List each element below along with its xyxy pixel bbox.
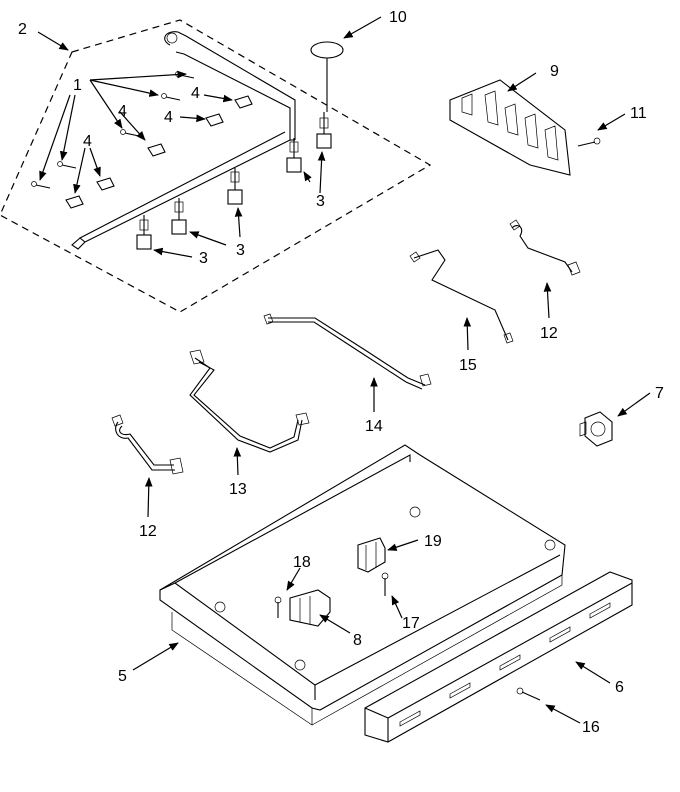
callout-4b: 4	[164, 109, 173, 126]
igniter-knob	[310, 41, 344, 112]
callout-6: 6	[615, 679, 624, 696]
callout-11: 11	[630, 105, 647, 122]
valve-1	[316, 112, 332, 149]
valve-2	[286, 138, 302, 173]
screw-17	[381, 572, 389, 596]
callout-14: 14	[365, 418, 383, 435]
callout-4c: 4	[118, 103, 127, 120]
callout-16: 16	[582, 719, 600, 736]
callout-2: 2	[18, 21, 27, 38]
gas-tube-14	[268, 317, 426, 386]
callout-3c: 3	[199, 250, 208, 267]
callout-1: 1	[73, 77, 82, 94]
front-panel	[364, 571, 633, 743]
callout-18: 18	[293, 554, 311, 571]
callout-labels: 2 1 4 4 4 4 10 9 11 3 3 3 12 15 14 7 13 …	[18, 9, 664, 736]
callout-3a: 3	[316, 193, 325, 210]
callout-8: 8	[353, 632, 362, 649]
callout-13: 13	[229, 481, 247, 498]
gas-tube-15	[413, 249, 509, 341]
callout-4a: 4	[191, 85, 200, 102]
callout-17: 17	[402, 615, 420, 632]
screw-18	[274, 596, 282, 618]
gas-tube-12-left	[115, 421, 175, 471]
pressure-regulator	[579, 411, 613, 447]
spark-module	[449, 79, 571, 176]
burner-assembly-boundary	[0, 19, 432, 313]
callout-12-right: 12	[540, 325, 558, 342]
gas-tube-12-right	[511, 225, 573, 273]
burner-box	[159, 444, 566, 726]
callout-9: 9	[550, 63, 559, 80]
callout-12-left: 12	[139, 523, 157, 540]
valve-4	[171, 198, 187, 235]
module-screw	[577, 137, 601, 147]
manifold-pipe	[71, 31, 296, 250]
valve-5	[136, 215, 152, 250]
valve-3	[227, 168, 243, 205]
bracket-8	[289, 589, 331, 627]
callout-4d: 4	[83, 133, 92, 150]
callout-15: 15	[459, 357, 477, 374]
leader-lines	[37, 16, 651, 724]
callout-3b: 3	[236, 242, 245, 259]
callout-7: 7	[655, 385, 664, 402]
panel-screw	[516, 687, 541, 701]
callout-10: 10	[389, 9, 407, 26]
clips	[65, 95, 253, 209]
bracket-19	[357, 537, 386, 573]
callout-5: 5	[118, 668, 127, 685]
callout-19: 19	[424, 533, 442, 550]
